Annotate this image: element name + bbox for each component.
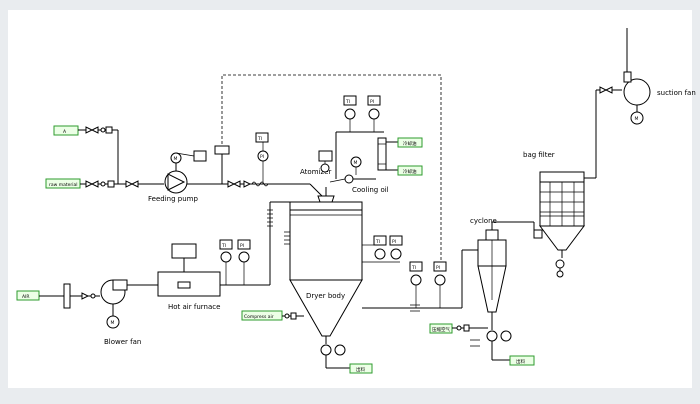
rotary-valve-icon xyxy=(320,344,332,356)
feed-line-a: A xyxy=(53,125,119,168)
svg-text:PI: PI xyxy=(392,239,396,245)
hot-air-furnace-label: Hot air furnace xyxy=(168,303,220,311)
suction-motor-icon xyxy=(630,111,644,125)
cooling-oil-label: Cooling oil xyxy=(352,186,389,194)
feed-line-raw: raw material xyxy=(45,168,164,189)
tag-cooling-oil-2 xyxy=(397,165,423,176)
svg-text:TI: TI xyxy=(375,239,380,245)
tag-dryer-outlet xyxy=(349,363,373,374)
svg-text:冷却油: 冷却油 xyxy=(403,168,417,175)
valve-icon xyxy=(105,126,113,134)
bag-filter-hopper-icon xyxy=(539,225,585,251)
svg-text:M: M xyxy=(174,156,178,162)
svg-text:TI: TI xyxy=(257,136,262,142)
cyclone: cyclone 出料 压缩空气 xyxy=(429,217,543,366)
check-valve-icon xyxy=(100,127,106,133)
diagram-panel xyxy=(8,10,692,388)
bag-filter: bag filter xyxy=(523,89,622,278)
svg-text:PI: PI xyxy=(436,265,440,271)
svg-text:PI: PI xyxy=(260,154,264,160)
feeding-pump-label: Feeding pump xyxy=(148,195,198,203)
suction-fan-label: suction fan xyxy=(657,89,696,97)
cyclone-label: cyclone xyxy=(470,217,497,225)
suction-fan: M suction fan xyxy=(599,28,696,125)
compress-air-label: Compress air xyxy=(244,314,274,320)
tag-cyclone-outlet xyxy=(509,355,535,366)
svg-text:TI: TI xyxy=(345,99,350,105)
feeding-pump: M Feeding pump xyxy=(148,145,230,203)
svg-text:出料: 出料 xyxy=(356,366,365,373)
svg-text:M: M xyxy=(111,320,115,326)
suction-fan-icon xyxy=(623,78,651,106)
svg-text:PI: PI xyxy=(240,243,244,249)
blower-fan-label: Blower fan xyxy=(104,338,141,346)
dryer-cone-icon xyxy=(289,279,363,337)
blower-motor-icon xyxy=(106,315,120,329)
dryer-chamber-icon xyxy=(289,209,363,281)
svg-text:TI: TI xyxy=(411,265,416,271)
tag-cooling-oil-1 xyxy=(397,137,423,148)
feed-to-atomizer: TI PI xyxy=(222,132,323,197)
dryer-body-label: Dryer body xyxy=(306,292,345,300)
air-filter-icon xyxy=(63,283,71,309)
oil-cooler-icon xyxy=(377,137,387,171)
svg-text:M: M xyxy=(635,116,639,122)
bag-filter-label: bag filter xyxy=(523,151,555,159)
hot-air-section: AIR M Blower fan Hot air furnace TI PI xyxy=(16,201,290,346)
tag-raw-material-text: raw material xyxy=(49,182,78,188)
svg-text:出料: 出料 xyxy=(516,358,525,365)
tag-a-text: A xyxy=(63,129,67,135)
svg-text:M: M xyxy=(354,160,358,166)
svg-text:冷却油: 冷却油 xyxy=(403,140,417,147)
svg-text:压缩空气: 压缩空气 xyxy=(432,326,450,333)
svg-text:TI: TI xyxy=(221,243,226,249)
atomizer-label: Atomizer xyxy=(300,168,331,176)
control-loop-dashed xyxy=(221,74,442,262)
svg-text:AIR: AIR xyxy=(22,294,30,300)
dryer-body: Dryer body TI PI 出料 Compress air TI xyxy=(241,150,478,374)
svg-text:PI: PI xyxy=(370,99,374,105)
